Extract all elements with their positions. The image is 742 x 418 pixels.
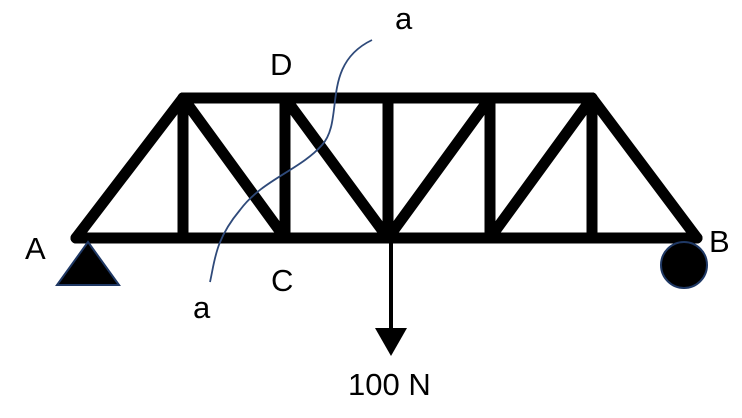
pin-support — [55, 240, 121, 286]
truss-members — [70, 92, 703, 244]
section-cut-line — [209, 39, 373, 283]
label-support-a: A — [25, 231, 46, 266]
label-section-bottom: a — [193, 290, 211, 325]
diagonal-member-4 — [484, 92, 598, 244]
diagonal-member-2 — [279, 92, 394, 244]
roller-support — [660, 241, 708, 289]
load-arrow — [375, 240, 407, 356]
diagonal-member-1 — [177, 92, 291, 244]
label-joint-d: D — [270, 47, 292, 82]
label-joint-c: C — [271, 263, 293, 298]
label-support-b: B — [709, 224, 730, 259]
left-end-diagonal — [70, 92, 189, 244]
label-section-top: a — [395, 1, 413, 36]
right-end-diagonal — [586, 92, 703, 244]
label-load: 100 N — [348, 367, 431, 402]
diagonal-member-3 — [382, 92, 496, 244]
